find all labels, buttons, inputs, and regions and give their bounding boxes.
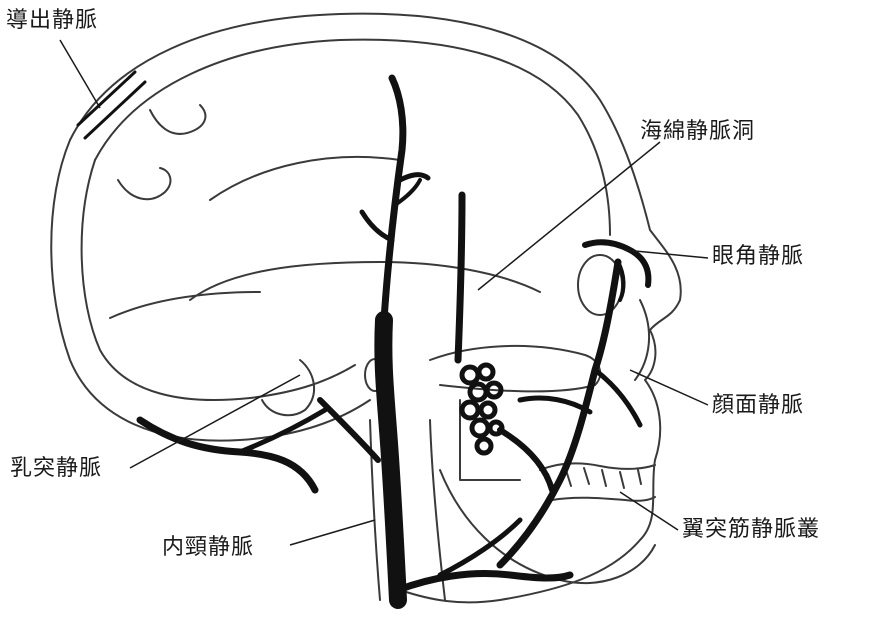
label-angular-vein: 眼角静脈	[712, 246, 804, 268]
label-mastoid-emissary-vein: 乳突静脈	[10, 458, 102, 480]
label-cavernous-sinus: 海綿静脈洞	[640, 121, 755, 143]
emissary-vein-mark	[78, 72, 145, 138]
label-emissary-vein: 導出静脈	[6, 10, 98, 32]
label-pterygoid-plexus: 翼突筋静脈叢	[682, 519, 820, 541]
vein-network	[140, 78, 648, 600]
label-internal-jugular-vein: 内頸静脈	[162, 537, 254, 559]
skull-outline	[51, 14, 681, 603]
label-facial-vein: 顔面静脈	[712, 395, 804, 417]
